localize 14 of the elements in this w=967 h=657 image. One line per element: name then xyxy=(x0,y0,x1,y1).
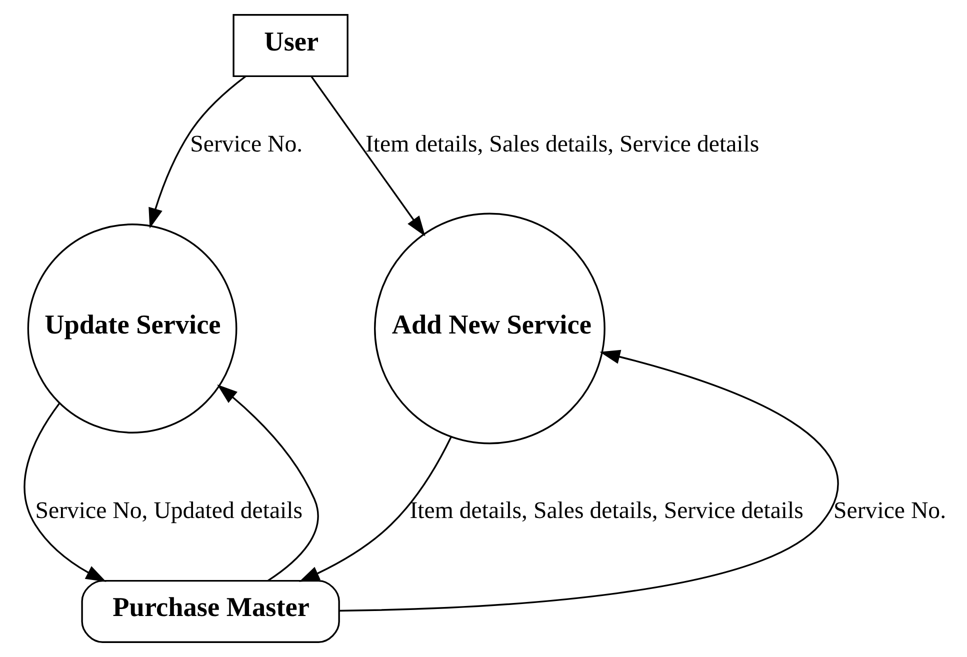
edge-label: Service No. xyxy=(190,131,302,158)
arrow xyxy=(338,350,838,612)
arrow xyxy=(310,76,425,236)
arrow xyxy=(23,402,106,582)
node-box: User xyxy=(232,14,348,78)
node-box: Purchase Master xyxy=(80,580,340,643)
arrow xyxy=(298,436,452,582)
edge-label: Item details, Sales details, Service details xyxy=(364,131,759,158)
edge-label: Service No, Updated details xyxy=(34,498,302,524)
arrow xyxy=(148,76,246,229)
node-circle: Add New Service xyxy=(374,212,605,444)
edge-label: Item details, Sales details, Service details xyxy=(409,498,803,524)
arrow xyxy=(216,384,318,582)
edge-label: Service No. xyxy=(833,498,946,524)
